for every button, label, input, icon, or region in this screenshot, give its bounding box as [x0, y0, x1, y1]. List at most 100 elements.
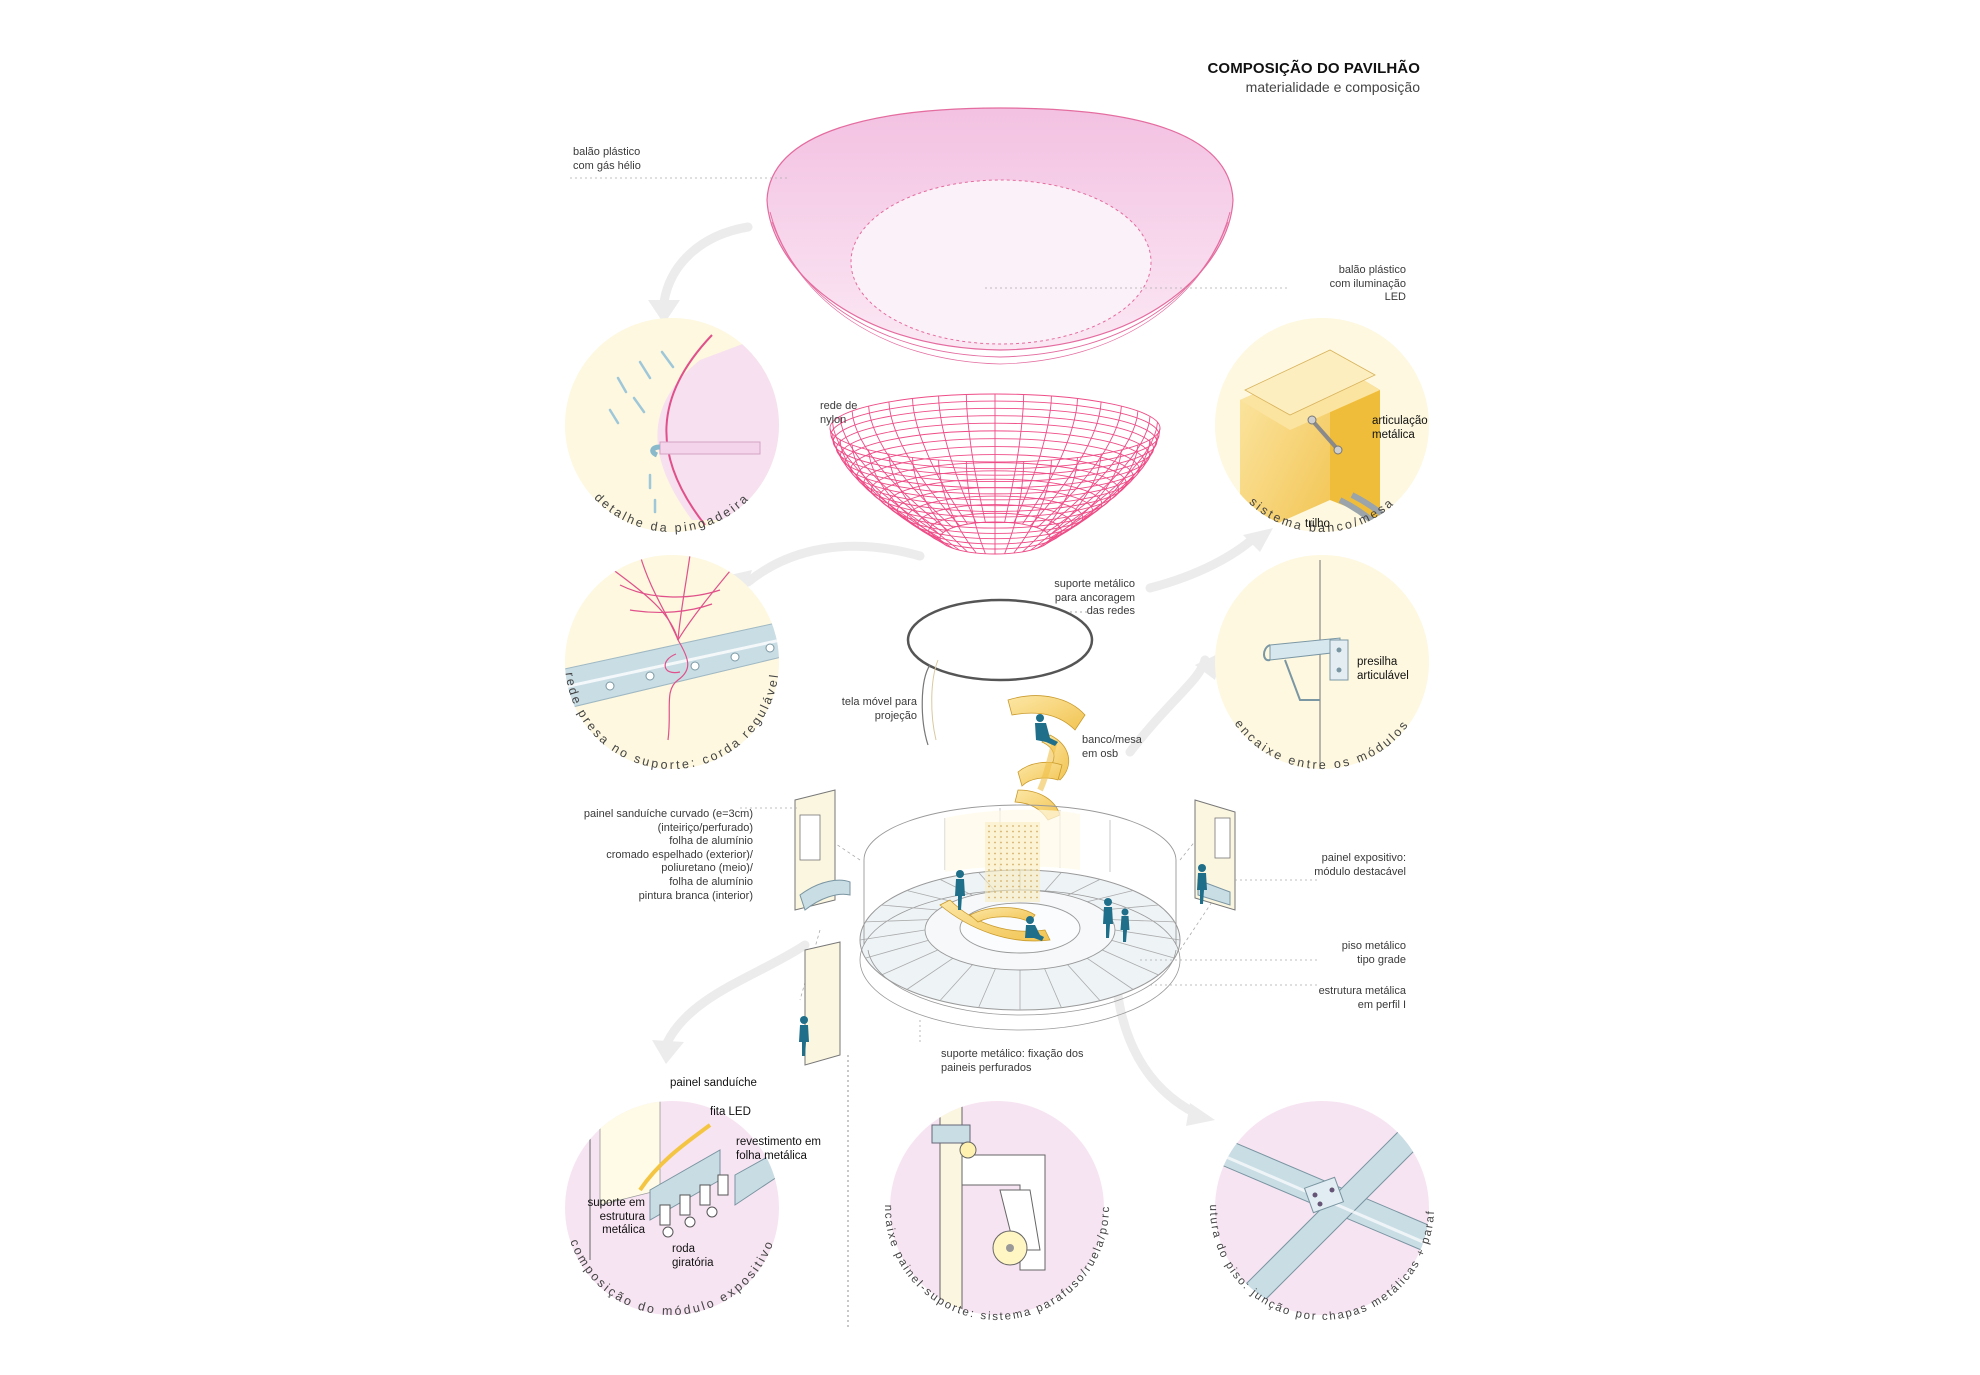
panel-perforation — [1012, 825, 1014, 827]
panel-perforation — [1024, 841, 1026, 844]
label-mod-fita-led: fita LED — [710, 1106, 751, 1118]
panel-perforation — [1030, 880, 1032, 882]
panel-perforation — [994, 830, 996, 833]
net-meridian — [1036, 406, 1122, 529]
panel-perforation — [994, 880, 996, 882]
panel-perforation — [988, 869, 990, 871]
panel-perforation — [1036, 847, 1038, 849]
detail-rede-presa-drawing — [565, 555, 779, 741]
panel-perforation — [988, 825, 990, 827]
net-meridian — [1042, 410, 1139, 531]
panel-perforation — [1030, 874, 1032, 877]
panel-perforation — [1036, 830, 1038, 833]
net-meridian — [868, 406, 954, 529]
net-meridian — [888, 453, 960, 551]
projection-screen — [921, 659, 939, 746]
panel-perforation — [1036, 858, 1038, 860]
floor-grid-spoke — [865, 939, 929, 959]
net-meridian — [1004, 394, 1025, 523]
panel-perforation — [1018, 836, 1020, 838]
panel-perforation — [1024, 891, 1026, 893]
panel-perforation — [1000, 885, 1002, 888]
label-trilho: trilho — [1305, 518, 1330, 530]
panel-perforation — [1018, 847, 1020, 849]
net-meridian — [832, 422, 942, 536]
net-meridian — [965, 461, 986, 554]
panel-perforation — [1018, 891, 1020, 893]
panel-perforation — [1006, 847, 1008, 849]
detail-circle-encaixe-modulos — [1215, 555, 1429, 769]
panel-perforation — [1024, 825, 1026, 827]
panel-perforation — [1030, 847, 1032, 849]
panel-perforation — [1000, 891, 1002, 893]
panel-perforation — [1006, 891, 1008, 893]
panel-perforation — [1006, 869, 1008, 871]
panel-perforation — [1018, 852, 1020, 855]
net-meridian — [829, 427, 941, 539]
detail-pingadeira-drawing — [608, 330, 779, 526]
net-meridian — [1022, 457, 1078, 553]
net-meridian — [1046, 439, 1151, 544]
panel-perforation — [1030, 841, 1032, 844]
panel-perforation — [1030, 858, 1032, 860]
panel-perforation — [1018, 841, 1020, 844]
panel-perforation — [1018, 869, 1020, 871]
panel-perforation — [1036, 841, 1038, 844]
osb-bench — [1007, 695, 1086, 821]
floor-grid-spoke — [1044, 968, 1062, 1008]
panel-perforation — [988, 874, 990, 877]
floor-grid-spoke — [1067, 879, 1101, 896]
panel-perforation — [994, 869, 996, 871]
panel-perforation — [988, 830, 990, 833]
net-meridian — [1036, 449, 1122, 549]
title-block: COMPOSIÇÃO DO PAVILHÃO materialidade e c… — [1208, 60, 1421, 95]
panel-perforation — [1012, 847, 1014, 849]
panel-perforation — [1030, 830, 1032, 833]
exhibit-panel-left-top — [794, 789, 851, 911]
panel-perforation — [1030, 836, 1032, 838]
panel-perforation — [1012, 891, 1014, 893]
net-meridian — [1030, 453, 1102, 551]
panel-perforation — [994, 891, 996, 893]
panel-perforation — [1012, 836, 1014, 838]
floor-grid-spoke — [978, 968, 996, 1008]
panel-perforation — [988, 847, 990, 849]
detail-encaixe-painel-drawing — [931, 1101, 1046, 1315]
panel-perforation — [1000, 825, 1002, 827]
net-meridian — [1042, 444, 1139, 547]
floor-grid-spoke — [939, 964, 973, 1001]
net-meridian — [938, 459, 977, 554]
panel-perforation — [994, 825, 996, 827]
panel-perforation — [1030, 869, 1032, 871]
panel-perforation — [1006, 830, 1008, 833]
panel-perforation — [1024, 880, 1026, 882]
panel-perforation — [1012, 896, 1014, 899]
panel-perforation — [1006, 896, 1008, 899]
panel-perforation — [1000, 847, 1002, 849]
panel-perforation — [1024, 896, 1026, 899]
net-meridian — [839, 416, 944, 533]
panel-perforation — [1036, 896, 1038, 899]
panel-perforation — [1036, 891, 1038, 893]
panel-perforation — [1024, 885, 1026, 888]
net-meridian — [1013, 459, 1052, 554]
panel-perforation — [1030, 825, 1032, 827]
visitor-figures — [799, 864, 1207, 1056]
panel-perforation — [1006, 825, 1008, 827]
metal-support-ring — [906, 598, 1094, 682]
panel-perforation — [1000, 896, 1002, 899]
panel-perforation — [1006, 841, 1008, 844]
panel-perforation — [1036, 885, 1038, 888]
floor-grid-spoke — [1067, 964, 1101, 1001]
floor-grid-spoke — [1086, 957, 1134, 990]
panel-perforation — [1036, 852, 1038, 855]
panel-perforation — [994, 847, 996, 849]
panel-perforation — [1006, 874, 1008, 877]
